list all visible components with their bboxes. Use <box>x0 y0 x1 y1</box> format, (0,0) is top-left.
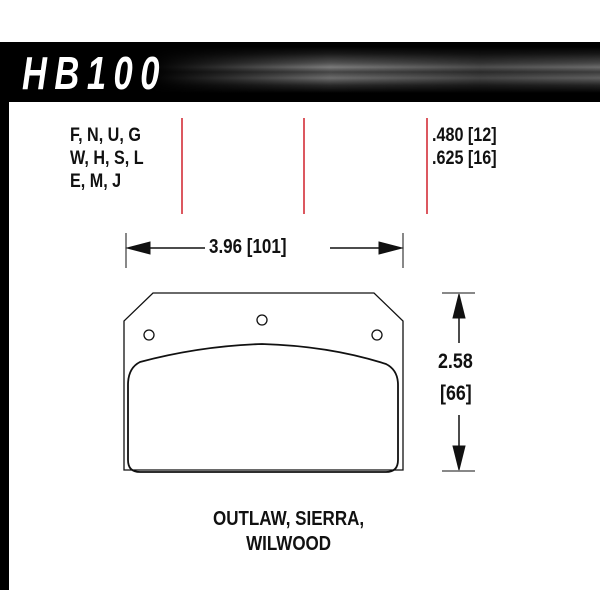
mounting-hole <box>371 329 383 341</box>
compound-list: F, N, U, G W, H, S, L E, M, J <box>70 124 144 193</box>
arrowhead-up-icon <box>452 293 466 319</box>
friction-material-outline <box>127 343 399 473</box>
arrowhead-down-icon <box>452 445 466 471</box>
arrowhead-right-icon <box>378 241 404 255</box>
arrowhead-left-icon <box>125 241 151 255</box>
compound-row: E, M, J <box>70 171 122 192</box>
header-band-shade <box>0 42 600 102</box>
compound-row: F, N, U, G <box>70 125 141 146</box>
width-dimension-label: 3.96 [101] <box>209 236 287 258</box>
compound-row: W, H, S, L <box>70 148 144 169</box>
mounting-hole <box>143 329 155 341</box>
part-number-title: HB100 <box>22 47 167 99</box>
application-list: OUTLAW, SIERRA, WILWOOD <box>213 507 364 557</box>
application-row: OUTLAW, SIERRA, <box>213 508 365 530</box>
mounting-hole <box>256 314 268 326</box>
thickness-list: .480 [12] .625 [16] <box>432 124 497 170</box>
backing-plate-outline <box>123 292 404 471</box>
height-dimension-inches: 2.58 <box>438 350 473 373</box>
thickness-row: .625 [16] <box>432 148 497 169</box>
left-border-bar <box>0 100 9 590</box>
height-dimension-mm: [66] <box>440 382 472 405</box>
thickness-row: .480 [12] <box>432 125 497 146</box>
application-row: WILWOOD <box>246 533 332 555</box>
